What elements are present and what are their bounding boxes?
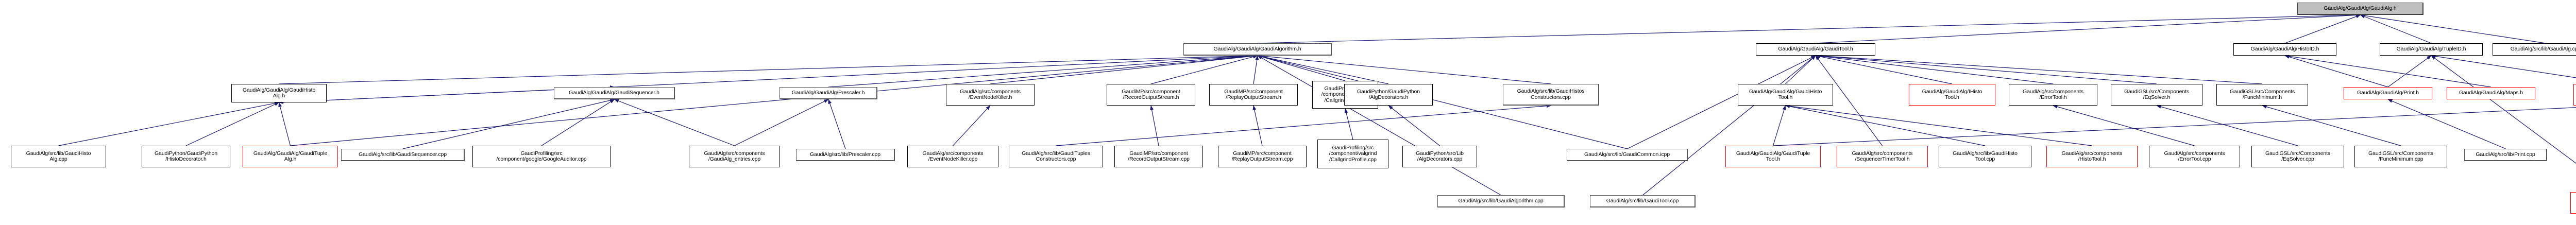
graph-node[interactable]: GaudiAlg/GaudiAlg/GaudiAlg.h bbox=[2297, 3, 2424, 15]
graph-edge bbox=[279, 54, 1258, 84]
graph-edge bbox=[2387, 55, 2432, 88]
graph-node[interactable]: GaudiAlg/GaudiAlg/GaudiHisto Tool.h bbox=[1738, 84, 1833, 106]
graph-edge bbox=[1257, 55, 1501, 196]
graph-node[interactable]: GaudiAlg/src/lib/GaudiHisto Alg.cpp bbox=[11, 146, 106, 167]
graph-node[interactable]: GaudiAlg/GaudiAlg/ITuple Tool.h bbox=[2573, 84, 2576, 106]
graph-node[interactable]: GaudiAlg/src/components /HistoTool.h bbox=[2046, 146, 2138, 167]
graph-edge bbox=[2156, 105, 2298, 146]
graph-node[interactable]: GaudiAlg/src/components /SequencerTimerT… bbox=[1837, 146, 1928, 167]
graph-edge bbox=[2284, 55, 2388, 88]
graph-node[interactable]: GaudiGSL/src/Components /FuncMinimum.h bbox=[2216, 84, 2308, 106]
graph-edge bbox=[2053, 105, 2195, 146]
graph-edge bbox=[1773, 107, 2576, 146]
graph-edge bbox=[2431, 55, 2576, 164]
graph-edge bbox=[278, 102, 291, 146]
graph-edge bbox=[1056, 104, 1551, 146]
graph-node[interactable]: GaudiAlg/src/lib/GaudiCommon.icpp bbox=[1567, 149, 1688, 161]
graph-node[interactable]: GaudiAlg/src/lib/Print.cpp bbox=[2464, 149, 2547, 161]
graph-node[interactable]: GaudiAlg/GaudiAlg/GaudiAlgorithm.h bbox=[1183, 43, 1332, 56]
graph-node[interactable]: GaudiAlg/src/components /ErrorTool.cpp bbox=[2149, 146, 2240, 167]
graph-node[interactable]: GaudiAlg/GaudiAlg/Print.h bbox=[2344, 87, 2432, 99]
graph-edge bbox=[1642, 55, 1816, 196]
graph-node[interactable]: GaudiAlg/GaudiAlg/GaudiSequencer.h bbox=[554, 87, 675, 99]
graph-node[interactable]: GaudiMP/src/component /ReplayOutputStrea… bbox=[1218, 146, 1307, 167]
graph-node[interactable]: GaudiAlg/src/lib/GaudiSequencer.cpp bbox=[341, 149, 465, 161]
graph-edge bbox=[1815, 55, 1953, 84]
graph-edge bbox=[953, 105, 991, 146]
graph-node[interactable]: GaudiAlg/src/lib/Prescaler.cpp bbox=[796, 149, 895, 161]
graph-edge bbox=[1257, 13, 2361, 44]
graph-node[interactable]: GaudiAlg/src/components /GaudiAlg_entrie… bbox=[689, 146, 780, 167]
graph-node[interactable]: GaudiAlg/GaudiAlg/Prescaler.h bbox=[779, 87, 877, 99]
graph-edge bbox=[614, 99, 735, 146]
graph-node[interactable]: GaudiProfiling/src /component/valgrind /… bbox=[1317, 140, 1388, 168]
graph-node[interactable]: GaudiAlg/GaudiAlg/GaudiHisto Alg.h bbox=[231, 84, 327, 102]
graph-node[interactable]: GaudiAlg/src/components /EventNodeKiller… bbox=[946, 84, 1035, 106]
graph-node[interactable]: GaudiAlg/src/lib/GaudiHisto Tool.cpp bbox=[1939, 146, 2031, 167]
graph-node[interactable]: GaudiAlg/src/lib/GaudiAlg.cpp bbox=[2493, 43, 2576, 56]
graph-edge bbox=[1252, 105, 1263, 146]
graph-node[interactable]: GaudiAlg/GaudiAlg/TupleID.h bbox=[2380, 43, 2483, 56]
graph-node[interactable]: GaudiAlg/src/lib/GaudiAlgorithm.cpp bbox=[1437, 195, 1565, 207]
graph-node[interactable]: GaudiAlg/src/lib/GaudiTuples Constructor… bbox=[1009, 146, 1103, 167]
graph-node[interactable]: GaudiAlg/GaudiAlg/Maps.h bbox=[2447, 87, 2535, 99]
graph-node[interactable]: GaudiGSL/src/Components /EqSolver.cpp bbox=[2251, 146, 2344, 167]
graph-node[interactable]: GaudiAlg/GaudiAlg/GaudiTuple Tool.h bbox=[1725, 146, 1821, 167]
graph-node[interactable]: GaudiPython/GaudiPython /AlgDecorators.h bbox=[1344, 84, 1433, 106]
graph-node[interactable]: GaudiMP/src/component /RecordOutputStrea… bbox=[1114, 146, 1203, 167]
graph-node[interactable]: GaudiAlg/src/components /ErrorTool.h bbox=[2009, 84, 2097, 106]
graph-edge bbox=[1257, 54, 1551, 84]
graph-edge bbox=[2387, 99, 2506, 149]
graph-node[interactable]: GaudiPython/GaudiPython /HistoDecorator.… bbox=[142, 146, 230, 167]
graph-node[interactable]: GaudiGSL/src/Components /EqSolver.h bbox=[2111, 84, 2202, 106]
graph-edge bbox=[734, 99, 829, 146]
graph-node[interactable]: GaudiPython/src/Lib /AlgDecorators.cpp bbox=[1402, 146, 1477, 167]
graph-edge bbox=[1785, 55, 1816, 84]
graph-edge bbox=[185, 102, 279, 146]
graph-edge bbox=[1815, 54, 2054, 84]
graph-node[interactable]: GaudiGSL/src/Components /FuncMinimum.cpp bbox=[2354, 146, 2447, 167]
graph-edge bbox=[828, 54, 1258, 88]
graph-edge bbox=[2262, 105, 2401, 146]
graph-edge bbox=[2284, 14, 2361, 44]
graph-node[interactable]: GaudiMP/src/component /ReplayOutputStrea… bbox=[1209, 84, 1298, 106]
graph-edge bbox=[402, 98, 615, 149]
graph-edge bbox=[2284, 54, 2492, 88]
graph-node[interactable]: GaudiProfiling/src /component/google/Goo… bbox=[472, 146, 611, 167]
graph-edge bbox=[1150, 55, 1258, 84]
graph-node[interactable]: GaudiMP/src/component /RecordOutputStrea… bbox=[1107, 84, 1195, 106]
graph-edge bbox=[1815, 13, 2361, 44]
graph-node[interactable]: GaudiAlg/GaudiAlg/GaudiTuple Alg.h bbox=[243, 146, 338, 167]
graph-node[interactable]: GaudiAlg/src/components /EventNodeKiller… bbox=[907, 146, 998, 167]
graph-node[interactable]: GaudiAlg/GaudiAlg/HistoID.h bbox=[2233, 43, 2336, 56]
graph-node[interactable]: GaudiAlg/src/lib/GaudiHistos Constructor… bbox=[1503, 84, 1599, 106]
graph-edge bbox=[2360, 13, 2546, 44]
graph-edge bbox=[1815, 54, 2263, 84]
graph-edge bbox=[541, 99, 615, 146]
graph-edge bbox=[828, 99, 846, 149]
graph-edge bbox=[1815, 54, 2157, 84]
graph-edge bbox=[1257, 55, 1346, 81]
graph-edge bbox=[1772, 105, 1786, 146]
graph-edge bbox=[990, 54, 1258, 84]
graph-edge bbox=[1257, 55, 1389, 84]
graph-edge bbox=[1388, 105, 1440, 146]
graph-edge bbox=[2431, 54, 2576, 78]
graph-node[interactable]: GaudiAlg/src/lib/GaudiTool.cpp bbox=[1590, 195, 1696, 207]
graph-edge bbox=[1785, 105, 1986, 146]
graph-edge bbox=[1253, 55, 1259, 84]
graph-edge bbox=[614, 54, 1258, 88]
graph-node[interactable]: GaudiAlg/GaudiAlg/IHisto Tool.h bbox=[1909, 84, 1995, 106]
graph-edge bbox=[1785, 104, 2092, 146]
graph-edge bbox=[1150, 105, 1159, 146]
graph-edge bbox=[58, 101, 279, 146]
graph-edge bbox=[1344, 108, 1353, 140]
graph-node[interactable]: GaudiAlg/GaudiAlg/GaudiTool.h bbox=[1756, 43, 1875, 56]
graph-node[interactable]: GaudiPython/GaudiPython /TupleDecorator.… bbox=[2570, 192, 2576, 214]
graph-edge bbox=[2360, 14, 2432, 44]
